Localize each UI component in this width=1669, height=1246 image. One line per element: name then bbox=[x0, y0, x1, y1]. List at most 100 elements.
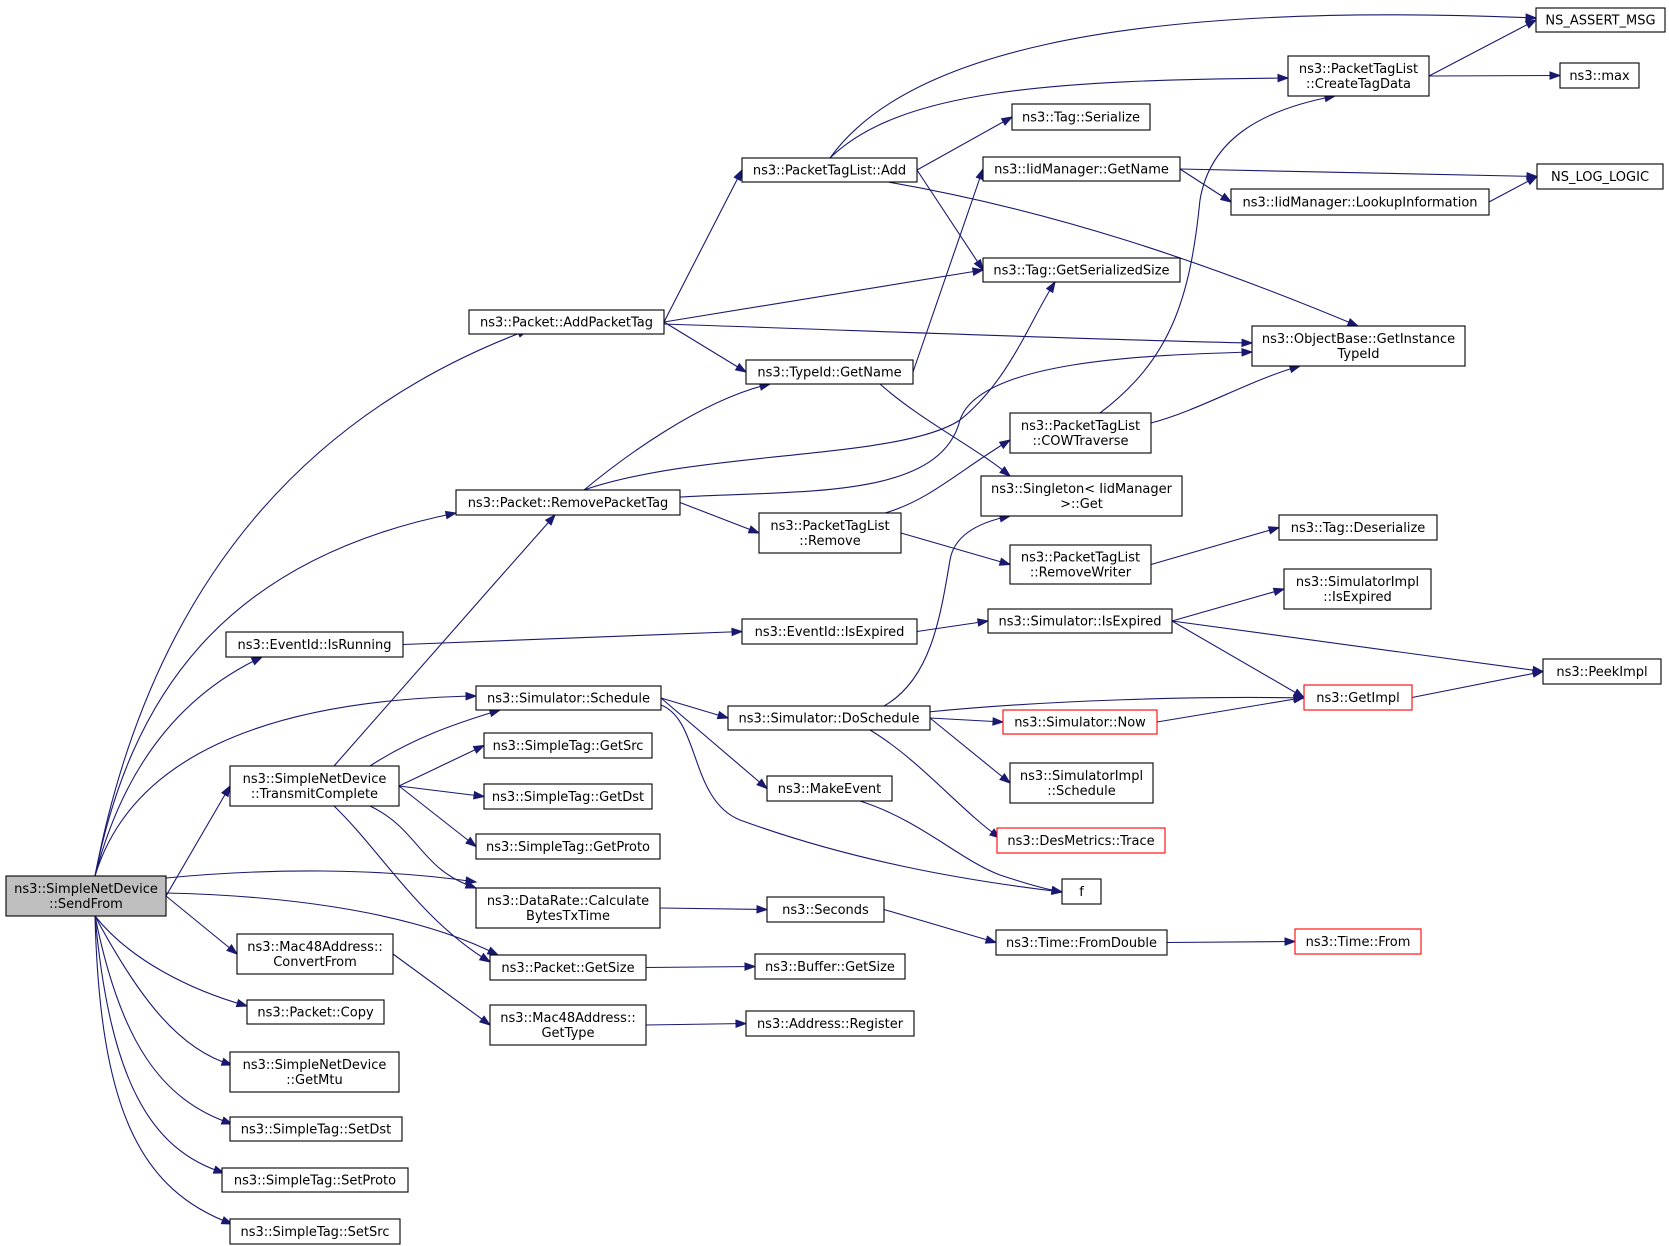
node-is-running[interactable]: ns3::EventId::IsRunning bbox=[225, 631, 404, 658]
node-tag-deserialize[interactable]: ns3::Tag::Deserialize bbox=[1278, 514, 1438, 541]
node-impl-is-expired[interactable]: ns3::SimulatorImpl::IsExpired bbox=[1283, 568, 1432, 610]
edge-Schedule-to-DoSchedule bbox=[660, 697, 730, 720]
edge-RemovePacketTag-to-TypeIdGetName bbox=[583, 382, 772, 491]
node-set-src[interactable]: ns3::SimpleTag::SetSrc bbox=[229, 1218, 401, 1245]
node-label: ::TransmitComplete bbox=[251, 787, 378, 802]
edge-ConvertFrom-to-Mac48GetType bbox=[392, 953, 492, 1026]
node-transmit-complete[interactable]: ns3::SimpleNetDevice::TransmitComplete bbox=[229, 765, 400, 807]
node-tag-serialize[interactable]: ns3::Tag::Serialize bbox=[1011, 103, 1151, 131]
node-label: ConvertFrom bbox=[273, 955, 357, 970]
node-label: ns3::SimulatorImpl bbox=[1296, 575, 1419, 590]
node-label: ns3::Simulator::IsExpired bbox=[998, 615, 1161, 630]
node-event-id-is-expired[interactable]: ns3::EventId::IsExpired bbox=[741, 618, 918, 645]
arrowhead-icon bbox=[544, 513, 556, 526]
arrowhead-icon bbox=[1346, 317, 1360, 327]
edge-line bbox=[398, 785, 477, 847]
node-get-impl[interactable]: ns3::GetImpl bbox=[1303, 684, 1413, 711]
node-packet-get-size[interactable]: ns3::Packet::GetSize bbox=[489, 954, 647, 981]
node-from-double[interactable]: ns3::Time::FromDouble bbox=[995, 929, 1168, 956]
node-box bbox=[1287, 55, 1430, 97]
edge-SendFrom-to-SetSrc bbox=[94, 915, 234, 1225]
node-box bbox=[225, 631, 404, 658]
node-iid-get-name[interactable]: ns3::IidManager::GetName bbox=[982, 156, 1181, 182]
edge-line bbox=[165, 892, 499, 956]
node-des-trace[interactable]: ns3::DesMetrics::Trace bbox=[996, 827, 1166, 854]
node-get-proto[interactable]: ns3::SimpleTag::GetProto bbox=[475, 833, 661, 860]
node-peek-impl[interactable]: ns3::PeekImpl bbox=[1542, 658, 1662, 685]
node-impl-schedule[interactable]: ns3::SimulatorImpl::Schedule bbox=[1009, 762, 1154, 804]
node-get-serialized-size[interactable]: ns3::Tag::GetSerializedSize bbox=[982, 257, 1181, 283]
node-sim-now[interactable]: ns3::Simulator::Now bbox=[1002, 709, 1158, 735]
edge-line bbox=[94, 915, 233, 1225]
node-remove-writer[interactable]: ns3::PacketTagList::RemoveWriter bbox=[1009, 544, 1152, 585]
node-box bbox=[982, 156, 1181, 182]
node-box bbox=[475, 887, 661, 929]
node-set-dst[interactable]: ns3::SimpleTag::SetDst bbox=[229, 1116, 403, 1142]
node-schedule[interactable]: ns3::Simulator::Schedule bbox=[475, 685, 662, 711]
node-box bbox=[483, 783, 653, 810]
node-label: ns3::IidManager::GetName bbox=[994, 163, 1169, 178]
node-seconds[interactable]: ns3::Seconds bbox=[766, 896, 885, 923]
edge-line bbox=[333, 805, 491, 963]
edge-line bbox=[645, 965, 756, 969]
node-type-id-get-name[interactable]: ns3::TypeId::GetName bbox=[745, 359, 914, 385]
node-label: ::Remove bbox=[799, 534, 861, 549]
node-singleton-get[interactable]: ns3::Singleton< IidManager>::Get bbox=[980, 475, 1183, 517]
node-box bbox=[1535, 7, 1666, 33]
edge-TransmitComplete-to-GetProto bbox=[398, 785, 478, 848]
node-log-logic[interactable]: NS_LOG_LOGIC bbox=[1536, 163, 1664, 190]
edge-line bbox=[94, 915, 233, 1125]
edge-line bbox=[1411, 670, 1544, 699]
node-buffer-get-size[interactable]: ns3::Buffer::GetSize bbox=[754, 953, 906, 980]
node-cowtraverse[interactable]: ns3::PacketTagList::COWTraverse bbox=[1009, 412, 1152, 454]
edge-line bbox=[1099, 95, 1336, 414]
node-max[interactable]: ns3::max bbox=[1559, 62, 1640, 89]
node-assert-msg[interactable]: NS_ASSERT_MSG bbox=[1535, 7, 1666, 33]
edge-PTLRemove-to-RemoveWriter bbox=[900, 532, 1012, 566]
node-box bbox=[455, 489, 681, 516]
node-ptladd[interactable]: ns3::PacketTagList::Add bbox=[741, 157, 918, 183]
node-send-from[interactable]: ns3::SimpleNetDevice::SendFrom bbox=[5, 875, 167, 917]
node-label: ns3::Tag::GetSerializedSize bbox=[993, 264, 1169, 279]
node-get-dst[interactable]: ns3::SimpleTag::GetDst bbox=[483, 783, 653, 810]
node-do-schedule[interactable]: ns3::Simulator::DoSchedule bbox=[727, 705, 931, 731]
edge-line bbox=[1171, 588, 1285, 622]
node-make-event[interactable]: ns3::MakeEvent bbox=[766, 775, 893, 802]
node-f[interactable]: f bbox=[1061, 878, 1102, 905]
edge-SendFrom-to-CalcBytes bbox=[165, 870, 478, 885]
edge-TypeIdGetName-to-SingletonGet bbox=[879, 383, 1012, 477]
node-mac48get-type[interactable]: ns3::Mac48Address::GetType bbox=[489, 1004, 647, 1046]
node-label: ::GetMtu bbox=[286, 1073, 342, 1088]
node-label: ns3::PacketTagList::Add bbox=[753, 164, 906, 179]
node-label: ns3::SimpleTag::GetProto bbox=[486, 840, 650, 855]
node-label: ns3::Tag::Serialize bbox=[1022, 111, 1140, 126]
node-address-register[interactable]: ns3::Address::Register bbox=[745, 1010, 915, 1037]
node-set-proto[interactable]: ns3::SimpleTag::SetProto bbox=[221, 1167, 409, 1193]
node-label: ns3::Packet::GetSize bbox=[501, 961, 634, 976]
node-time-from[interactable]: ns3::Time::From bbox=[1294, 928, 1422, 955]
arrowhead-icon bbox=[472, 744, 486, 754]
node-copy[interactable]: ns3::Packet::Copy bbox=[246, 999, 385, 1025]
edge-TransmitComplete-to-CalcBytes bbox=[369, 805, 478, 889]
edge-EventIdIsExpired-to-SimIsExpired bbox=[916, 618, 990, 633]
arrowhead-icon bbox=[464, 880, 478, 889]
node-box bbox=[489, 954, 647, 981]
node-ptlremove[interactable]: ns3::PacketTagList::Remove bbox=[758, 512, 902, 554]
node-box bbox=[1278, 514, 1438, 541]
node-get-mtu[interactable]: ns3::SimpleNetDevice::GetMtu bbox=[229, 1051, 400, 1093]
node-box bbox=[766, 775, 893, 802]
node-lookup-information[interactable]: ns3::IidManager::LookupInformation bbox=[1230, 188, 1490, 216]
node-add-packet-tag[interactable]: ns3::Packet::AddPacketTag bbox=[468, 309, 665, 335]
edge-PTLAdd-to-AssertMsg bbox=[829, 13, 1538, 159]
node-label: ns3::Packet::Copy bbox=[257, 1006, 374, 1021]
node-label: GetType bbox=[541, 1026, 594, 1041]
node-convert-from[interactable]: ns3::Mac48Address::ConvertFrom bbox=[236, 933, 394, 975]
node-remove-packet-tag[interactable]: ns3::Packet::RemovePacketTag bbox=[455, 489, 681, 516]
edge-line bbox=[1171, 620, 1544, 673]
node-get-src[interactable]: ns3::SimpleTag::GetSrc bbox=[483, 732, 653, 759]
edge-Schedule-to-MakeEvent bbox=[660, 697, 769, 790]
node-create-tag-data[interactable]: ns3::PacketTagList::CreateTagData bbox=[1287, 55, 1430, 97]
node-sim-is-expired[interactable]: ns3::Simulator::IsExpired bbox=[987, 608, 1173, 634]
